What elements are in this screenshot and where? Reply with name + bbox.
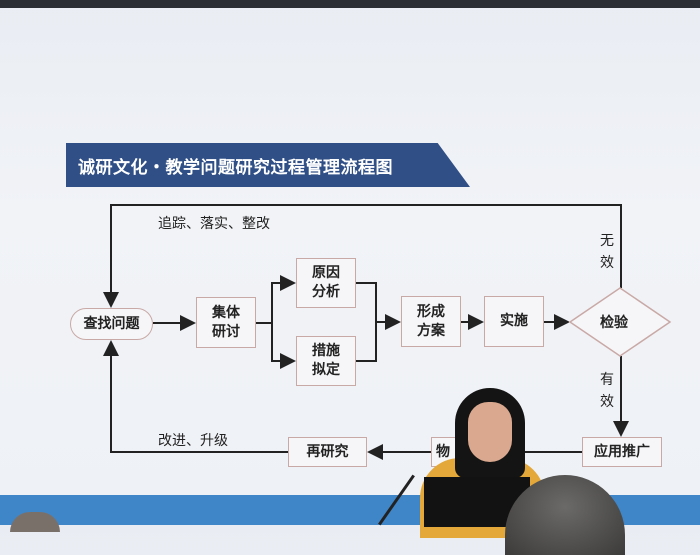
node-implement: 实施 bbox=[484, 296, 544, 347]
presenter-face bbox=[468, 402, 512, 462]
node-cause-analysis: 原因分析 bbox=[296, 258, 356, 308]
node-measure-draft: 措施拟定 bbox=[296, 336, 356, 386]
title-banner: 诚研文化・教学问题研究过程管理流程图 bbox=[66, 143, 470, 187]
check-diamond bbox=[568, 287, 672, 357]
branch-down bbox=[271, 323, 296, 369]
node-find-problem: 查找问题 bbox=[70, 308, 153, 340]
loop-bottom-line bbox=[103, 340, 288, 453]
flow-connectors bbox=[103, 204, 672, 460]
top-dark-band bbox=[0, 0, 700, 8]
node-restudy: 再研究 bbox=[288, 437, 367, 467]
node-form-plan: 形成方案 bbox=[401, 296, 461, 347]
merge-right bbox=[356, 282, 377, 362]
node-apply-promote: 应用推广 bbox=[582, 437, 662, 467]
branch-up bbox=[271, 275, 296, 360]
label-valid: 有效 bbox=[600, 372, 614, 410]
label-track: 追踪、落实、整改 bbox=[158, 216, 270, 232]
node-check: 检验 bbox=[600, 315, 628, 331]
label-improve: 改进、升级 bbox=[158, 433, 228, 449]
node-group-discussion: 集体研讨 bbox=[196, 297, 256, 348]
page-title: 诚研文化・教学问题研究过程管理流程图 bbox=[78, 158, 393, 178]
label-invalid: 无效 bbox=[600, 233, 614, 271]
loop-top-line bbox=[103, 204, 622, 308]
